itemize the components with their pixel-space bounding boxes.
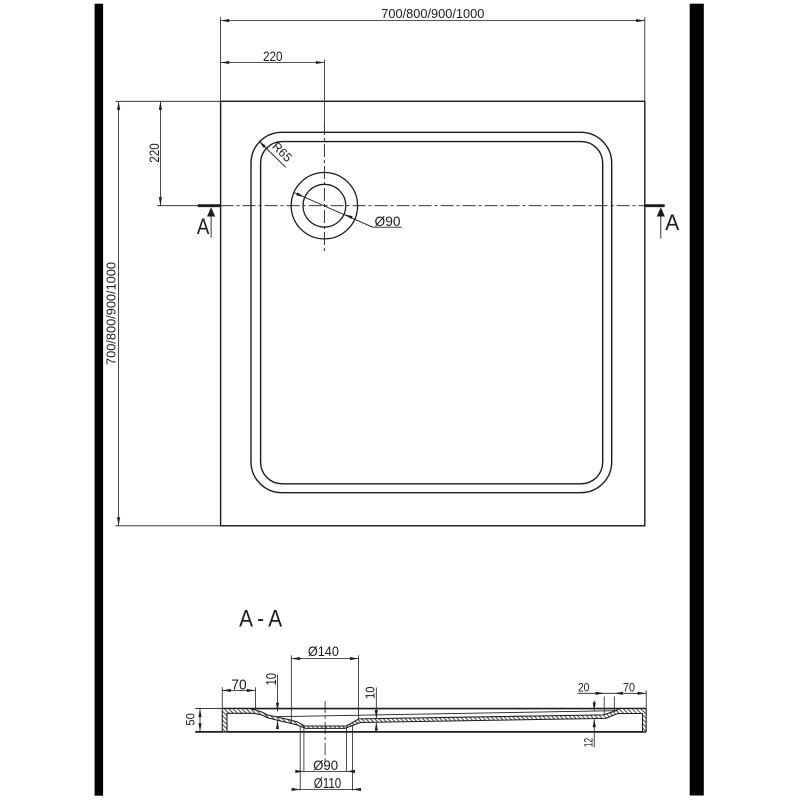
svg-text:70: 70	[623, 682, 635, 694]
svg-text:12: 12	[584, 738, 596, 747]
svg-text:20: 20	[578, 683, 590, 695]
svg-text:700/800/900/1000: 700/800/900/1000	[105, 262, 119, 365]
svg-text:220: 220	[263, 48, 283, 64]
svg-text:Ø110: Ø110	[314, 776, 342, 792]
svg-text:10: 10	[362, 687, 377, 700]
svg-text:50: 50	[186, 713, 198, 726]
svg-text:Ø90: Ø90	[313, 757, 338, 773]
svg-text:A - A: A - A	[239, 606, 282, 633]
svg-text:Ø140: Ø140	[308, 643, 339, 659]
svg-text:10: 10	[264, 673, 280, 686]
svg-text:A: A	[197, 214, 210, 239]
svg-text:A: A	[665, 210, 679, 235]
svg-text:700/800/900/1000: 700/800/900/1000	[381, 7, 484, 21]
svg-text:Ø90: Ø90	[375, 213, 401, 229]
svg-text:220: 220	[146, 143, 162, 163]
svg-text:70: 70	[231, 677, 246, 694]
